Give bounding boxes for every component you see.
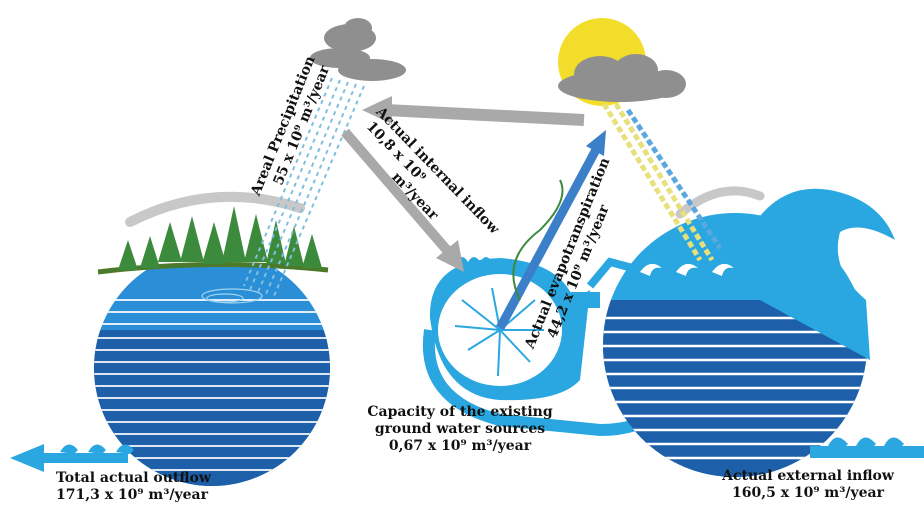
groundwater-subtitle: ground water sources [374, 421, 546, 437]
right-water-sphere [586, 186, 895, 477]
external-inflow-title: Actual external inflow [722, 468, 894, 484]
groundwater-veins [454, 287, 544, 377]
outflow-title: Total actual outflow [56, 470, 211, 486]
outflow-label: Total actual outflow 171,3 x 10⁹ m³/year [56, 470, 211, 504]
gray-flow-arrows [341, 96, 585, 272]
outflow-value: 171,3 x 10⁹ m³/year [56, 487, 208, 503]
outflow-arrow [10, 444, 134, 472]
groundwater-label: Capacity of the existing ground water so… [360, 404, 560, 455]
groundwater-value: 0,67 x 10⁹ m³/year [388, 438, 532, 454]
transpiration-arrow [496, 130, 606, 331]
evaporation-stream [601, 102, 723, 262]
groundwater-title: Capacity of the existing [367, 404, 553, 420]
external-inflow-label: Actual external inflow 160,5 x 10⁹ m³/ye… [700, 468, 916, 502]
external-inflow-value: 160,5 x 10⁹ m³/year [732, 485, 884, 501]
cloud-right-icon [558, 54, 686, 102]
cloud-left-icon [310, 18, 406, 81]
forest [118, 206, 322, 270]
rain-icon [243, 77, 365, 297]
external-inflow-stream [810, 437, 924, 458]
